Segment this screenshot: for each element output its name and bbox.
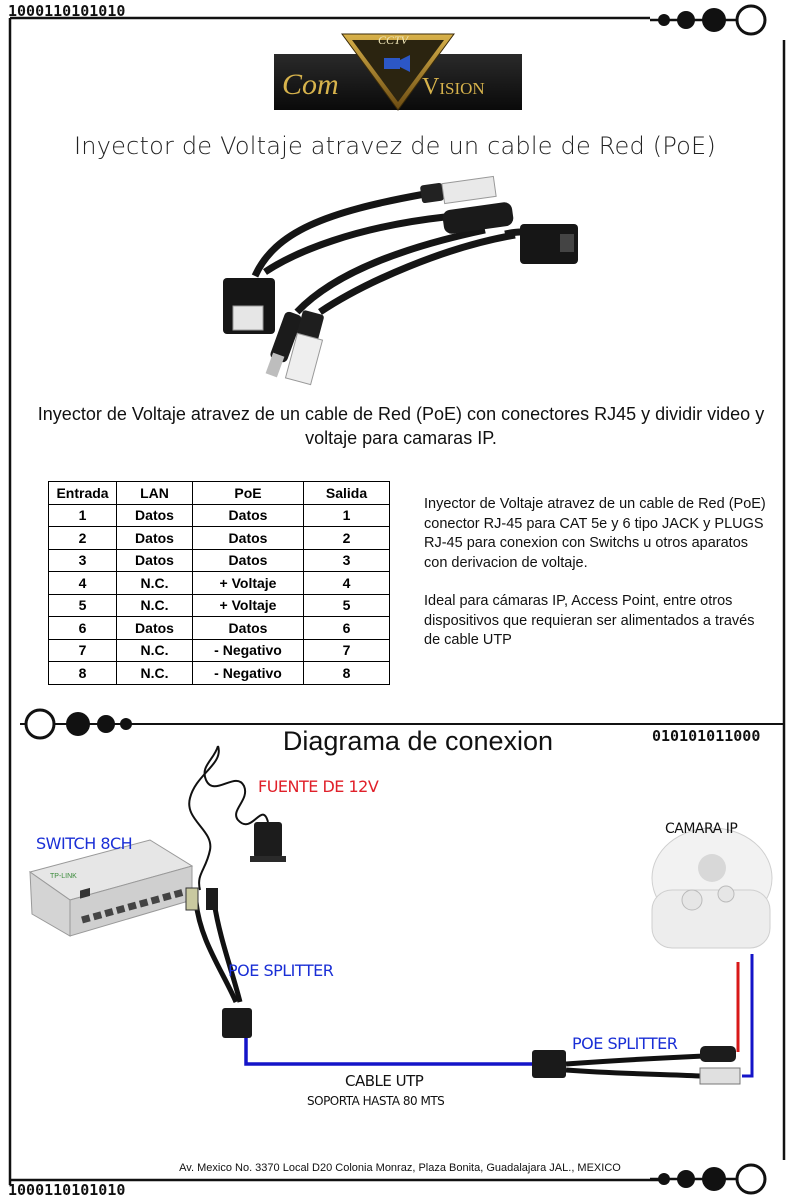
table-cell: 7 [303,638,390,662]
column-header-poe: PoE [192,481,304,505]
page-title: Inyector de Voltaje atravez de un cable … [74,132,716,160]
table-cell: 5 [48,593,117,617]
table-cell: 3 [303,548,390,572]
table-cell: Datos [192,548,304,572]
switch-device: TP-LINK [28,839,194,937]
column-header-salida: Salida [303,481,390,505]
table-cell: 3 [48,548,117,572]
table-cell: 1 [48,503,117,527]
right-splitter-body [532,1050,566,1078]
switch-brand-label: TP-LINK [50,873,77,880]
table-cell: + Voltaje [192,593,304,617]
table-cell: 2 [48,526,117,550]
table-cell: + Voltaje [192,571,304,595]
table-cell: Datos [192,616,304,640]
logo-com-text: Com [282,68,339,101]
ip-camera [651,827,773,949]
table-cell: 2 [303,526,390,550]
table-cell: N.C. [116,571,193,595]
table-cell: 8 [48,661,117,685]
table-cell: 8 [303,661,390,685]
table-cell: - Negativo [192,638,304,662]
footer-address: Av. Mexico No. 3370 Local D20 Colonia Mo… [179,1162,621,1174]
column-header-lan: LAN [116,481,193,505]
poe-splitter-left-label: POE SPLITTER [228,961,334,980]
table-cell: 4 [303,571,390,595]
column-header-entrada: Entrada [48,481,117,505]
binary-code-middle: 010101011000 [652,727,761,745]
switch-label: SWITCH 8CH [36,834,133,853]
binary-code-top: 1000110101010 [8,2,126,20]
table-cell: Datos [116,526,193,550]
logo-cctv-text: CCTV [378,33,409,47]
table-cell: Datos [192,526,304,550]
table-cell: 1 [303,503,390,527]
comvision-logo: CCTV Com Vision [274,32,522,112]
poe-splitter-right-label: POE SPLITTER [572,1034,678,1053]
product-description: Inyector de Voltaje atravez de un cable … [424,495,770,651]
utp-cable-line [244,1038,532,1066]
left-splitter-body [222,1008,252,1038]
logo-vision-text: Vision [422,74,485,100]
utp-cable-range-label: SOPORTA HASTA 80 MTS [307,1094,445,1108]
power-supply-label: FUENTE DE 12V [258,777,379,796]
utp-cable-label: CABLE UTP [345,1072,424,1090]
table-cell: Datos [116,503,193,527]
binary-code-bottom: 1000110101010 [8,1181,126,1199]
table-cell: 4 [48,571,117,595]
table-cell: Datos [116,548,193,572]
table-cell: 6 [48,616,117,640]
table-cell: N.C. [116,661,193,685]
dots-decoration-bottom [650,1163,767,1195]
table-header-row: Entrada LAN PoE Salida [48,481,390,505]
poe-cable-product-image [223,175,578,386]
table-cell: Datos [192,503,304,527]
table-cell: 7 [48,638,117,662]
description-paragraph-1: Inyector de Voltaje atravez de un cable … [424,496,766,571]
table-cell: N.C. [116,638,193,662]
product-caption: Inyector de Voltaje atravez de un cable … [37,404,765,448]
table-cell: 5 [303,593,390,617]
table-cell: - Negativo [192,661,304,685]
power-adapter [250,822,286,862]
connection-diagram: TP-LINK [28,745,773,1085]
diagram-title: Diagrama de conexion [282,726,554,756]
table-cell: Datos [116,616,193,640]
ip-camera-label: CAMARA IP [665,821,738,837]
table-cell: 6 [303,616,390,640]
description-paragraph-2: Ideal para cámaras IP, Access Point, ent… [424,593,755,648]
dots-decoration-top [650,4,767,36]
table-cell: N.C. [116,593,193,617]
dots-decoration-middle [20,708,144,740]
